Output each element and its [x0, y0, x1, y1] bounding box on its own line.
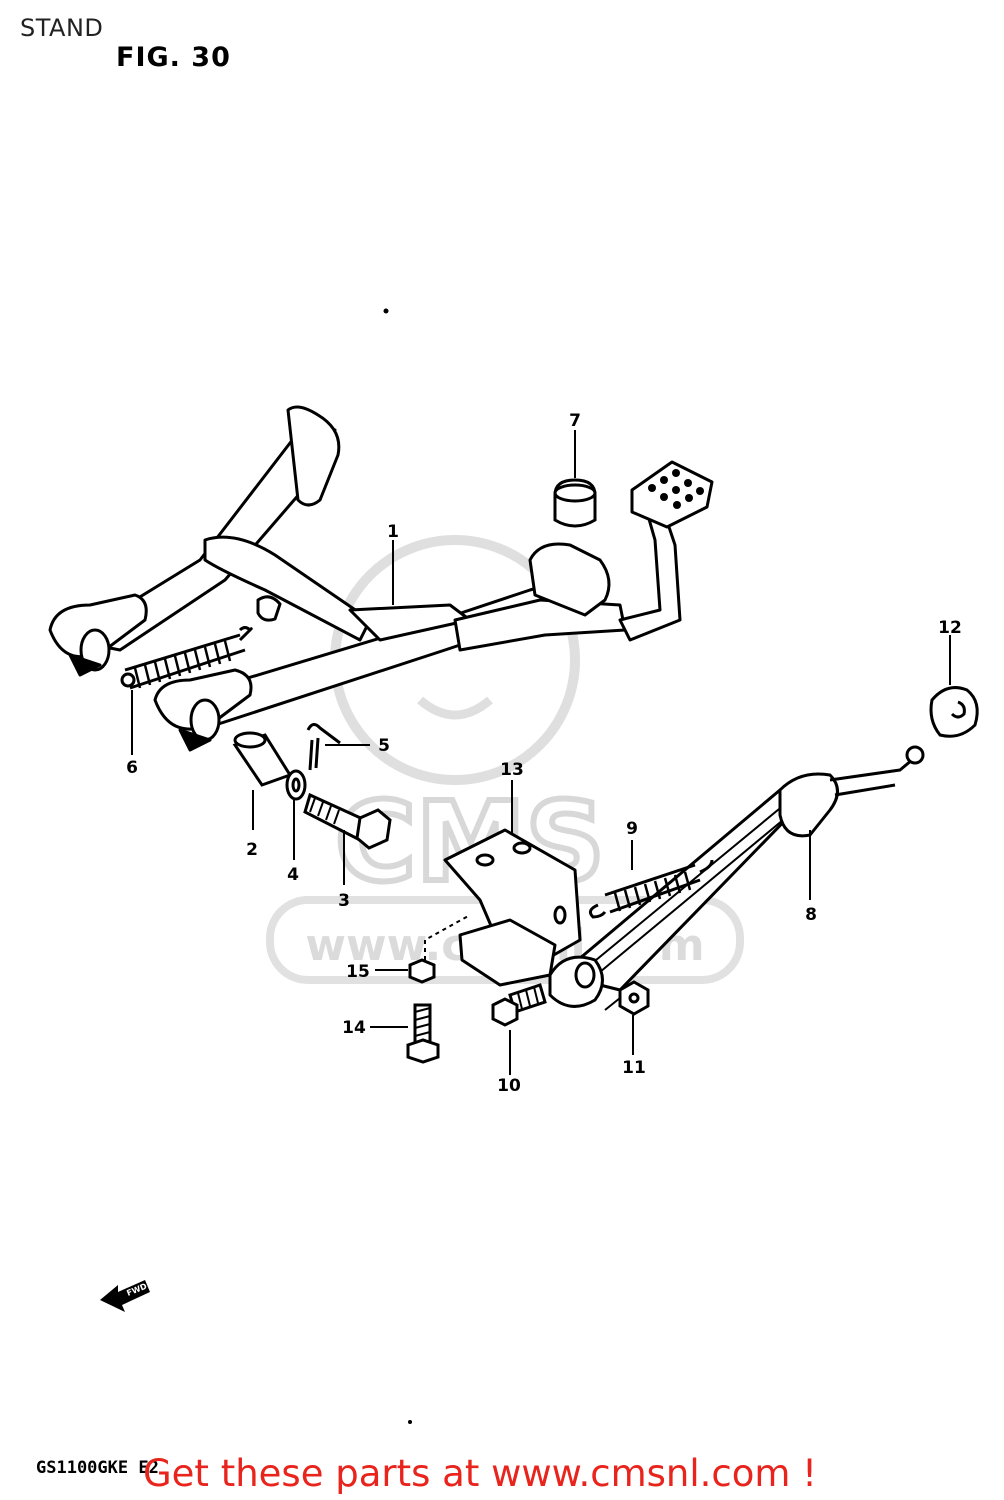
side-stand	[548, 745, 925, 1008]
model-code: GS1100GKE E2	[36, 1458, 159, 1478]
cotter-pin	[306, 723, 341, 771]
side-stand-bracket	[443, 828, 582, 987]
callout-4: 4	[287, 865, 299, 885]
callout-6: 6	[126, 758, 138, 778]
callout-3: 3	[338, 891, 350, 911]
stand-cap	[553, 478, 597, 528]
callout-10: 10	[497, 1076, 521, 1096]
forward-arrow-icon: FWD	[100, 1280, 150, 1312]
section-name: STAND	[20, 14, 104, 42]
side-stand-cap	[929, 686, 979, 738]
scan-specks	[383, 308, 412, 1424]
leader-lines	[131, 430, 951, 1075]
stand-bolt	[303, 792, 392, 850]
callout-11: 11	[622, 1058, 646, 1078]
figure-title: FIG. 30	[116, 42, 231, 73]
side-stand-spring	[588, 859, 714, 919]
washer	[285, 769, 307, 801]
main-stand	[48, 405, 714, 752]
side-stand-nut	[618, 980, 650, 1016]
promo-link[interactable]: Get these parts at www.cmsnl.com !	[143, 1452, 818, 1495]
callout-12: 12	[938, 618, 962, 638]
callout-2: 2	[246, 840, 258, 860]
callout-5: 5	[378, 736, 390, 756]
bracket-bolt	[406, 1003, 440, 1064]
stand-pipe	[232, 731, 293, 787]
side-stand-bolt	[491, 983, 547, 1027]
bracket-nut	[408, 958, 436, 984]
callout-7: 7	[569, 411, 581, 431]
callout-13: 13	[500, 760, 524, 780]
callout-1: 1	[387, 522, 399, 542]
callouts: 1 2 3 4 5 6 7 8 9 10 11 12 13 14 15	[126, 411, 962, 1096]
callout-9: 9	[626, 819, 638, 839]
callout-15: 15	[346, 962, 370, 982]
pedal-grip-icon	[648, 469, 704, 509]
stand-spring	[120, 626, 253, 690]
callout-14: 14	[342, 1018, 366, 1038]
callout-8: 8	[805, 905, 817, 925]
